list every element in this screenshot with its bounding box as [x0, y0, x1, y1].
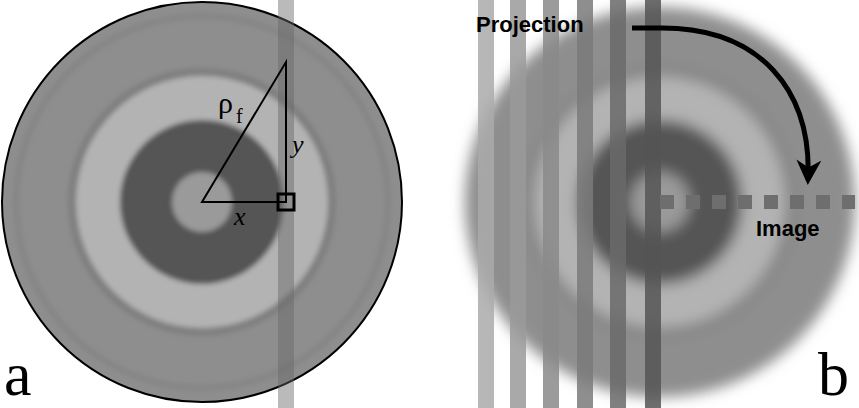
geometry-triangle	[202, 62, 294, 210]
panel-letter: a	[4, 343, 32, 405]
panel-letter: b	[818, 343, 849, 405]
projection-strips	[478, 0, 661, 408]
mapping-arrow	[632, 28, 808, 180]
axis-variable: x	[234, 204, 246, 230]
rho-symbol: ρ	[218, 88, 233, 118]
image-profile	[660, 195, 855, 209]
axis-variable: y	[292, 132, 304, 158]
subscript: f	[236, 106, 243, 126]
result-label: Image	[756, 218, 820, 240]
process-label: Projection	[476, 14, 584, 36]
object-disk	[2, 2, 402, 402]
